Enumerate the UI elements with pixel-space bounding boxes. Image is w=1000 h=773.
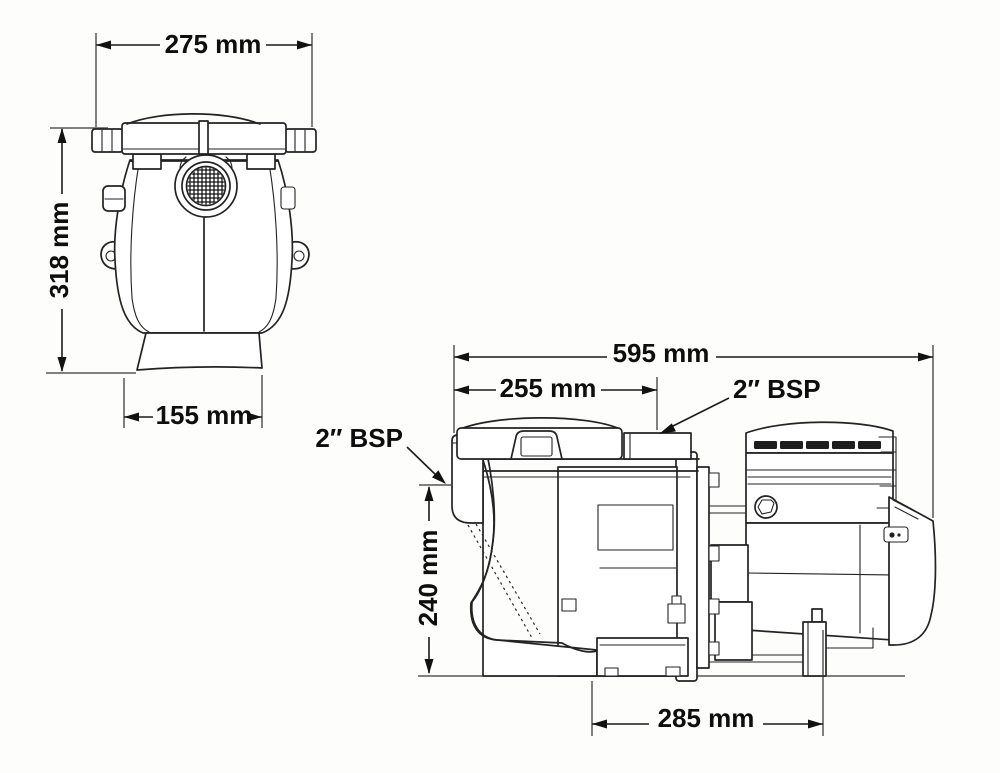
dim-side-base-length: 285 mm [591,630,824,736]
dim-label-155: 155 mm [156,400,253,430]
motor-vent-slots [754,441,881,449]
discharge-port [623,432,692,460]
dim-front-width-base: 155 mm [123,375,263,430]
side-view-drawing [418,417,937,682]
motor-end-cap [883,496,937,646]
dim-front-height: 318 mm [44,127,136,374]
pump-label-plate [597,504,674,551]
dim-side-height-inlet: 240 mm [413,484,451,674]
strainer-lid [456,417,623,460]
port-label-bsp-discharge: 2″ BSP [733,374,821,404]
dim-label-318: 318 mm [44,202,74,299]
pump-body-details [561,504,689,677]
port-label-bsp-inlet: 2″ BSP [315,423,403,453]
dim-label-595: 595 mm [613,338,710,368]
dim-label-275: 275 mm [165,29,262,59]
front-view-drawing [91,113,317,371]
seal-plate-flange [675,451,720,682]
label-discharge-port-bsp: 2″ BSP [659,374,821,434]
label-inlet-port-bsp: 2″ BSP [315,423,446,484]
dim-label-285: 285 mm [658,703,755,733]
dim-side-length-discharge: 255 mm [454,373,658,430]
dim-label-240: 240 mm [413,530,443,627]
motor-bracket [708,505,753,661]
dim-side-length-total: 595 mm [453,338,934,518]
dim-label-255: 255 mm [500,373,597,403]
dim-front-width-top: 275 mm [95,29,313,127]
motor [745,421,897,641]
port-mesh-grid [187,167,225,205]
